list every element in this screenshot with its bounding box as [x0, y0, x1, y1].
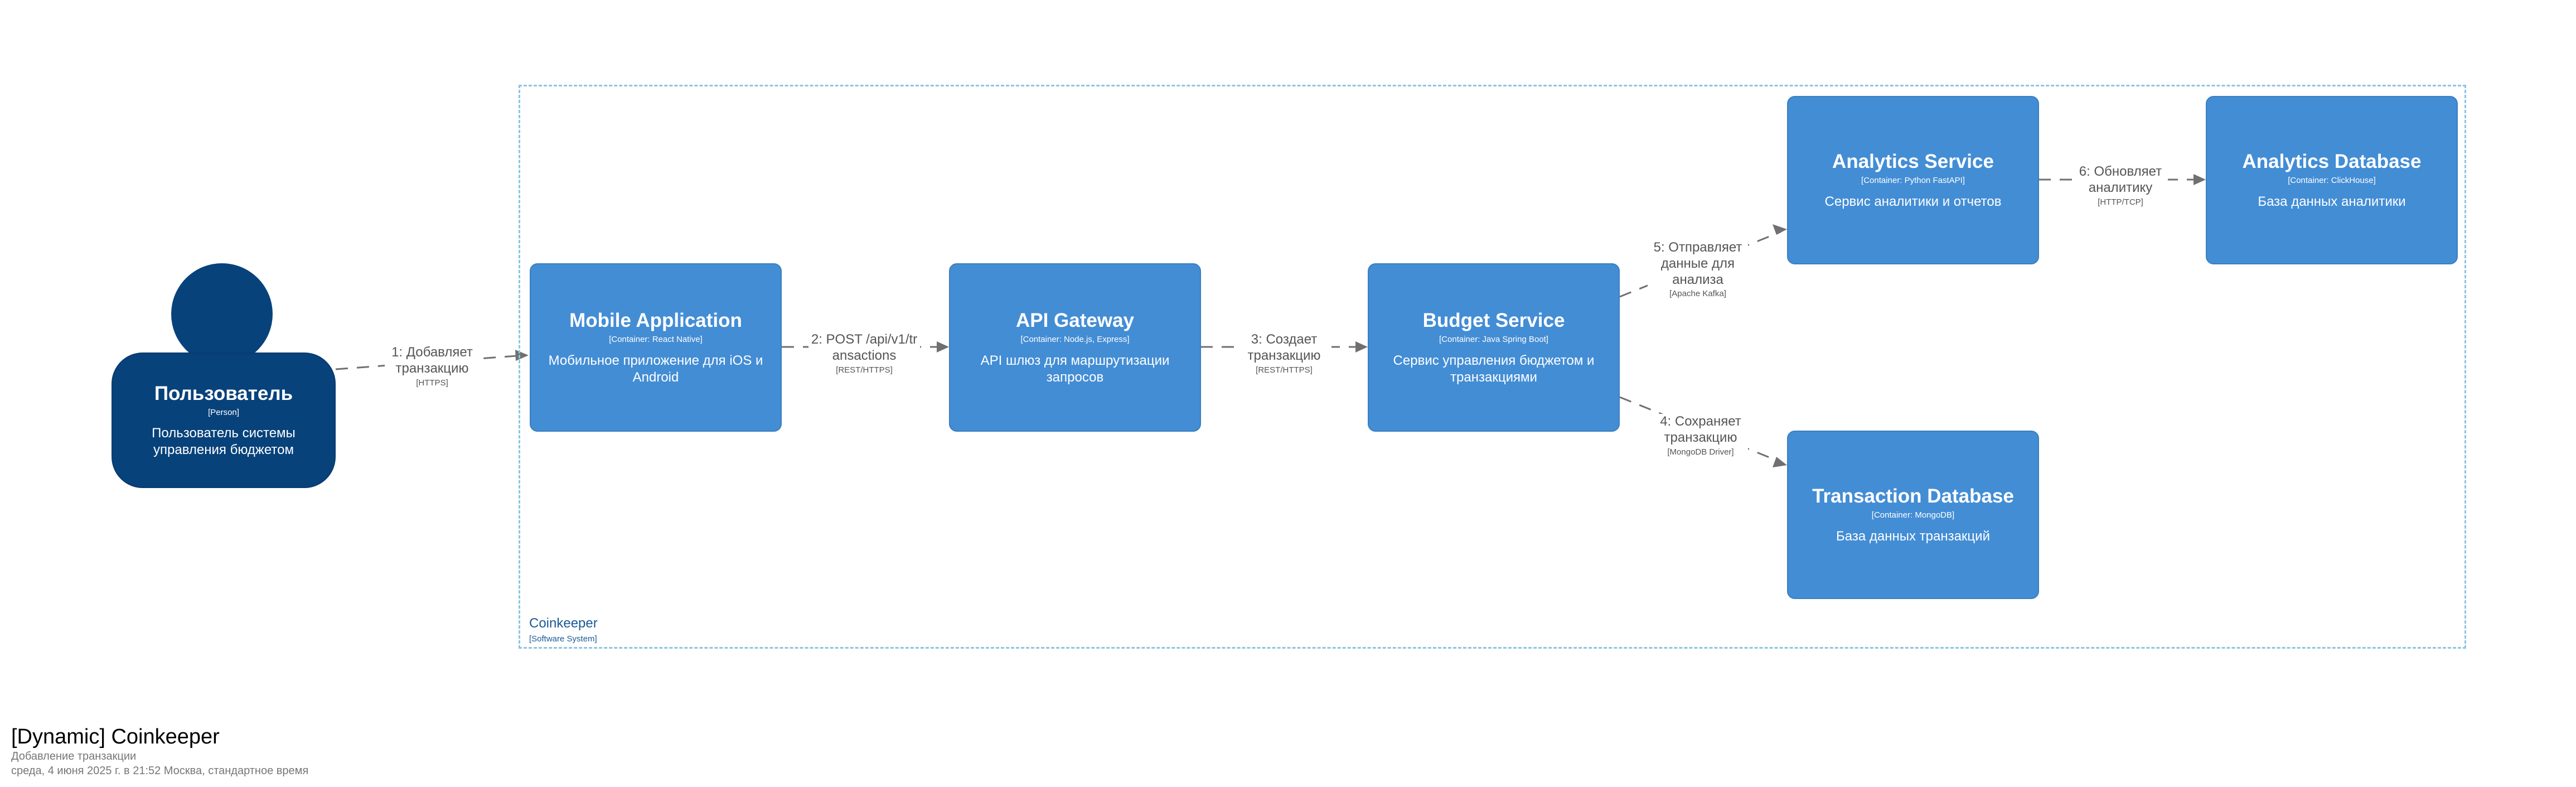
container-type: [Container: React Native] — [609, 335, 703, 344]
edge-label-tech: [REST/HTTPS] — [1256, 365, 1313, 375]
container-type: [Container: MongoDB] — [1871, 510, 1955, 520]
boundary-type: [Software System] — [529, 634, 597, 644]
person-name: Пользователь — [154, 383, 293, 404]
container-name: Analytics Database — [2242, 151, 2422, 172]
container-budget-service[interactable]: Budget Service [Container: Java Spring B… — [1368, 263, 1620, 432]
container-description: Мобильное приложение для iOS и Android — [548, 353, 763, 385]
person-head-icon — [171, 263, 273, 365]
edge-label-tech: [Apache Kafka] — [1669, 289, 1726, 299]
container-name: API Gateway — [1015, 310, 1135, 331]
person-user[interactable]: Пользователь [Person] Пользователь систе… — [112, 353, 336, 488]
edge-label-text: 2: POST /api/v1/transactions — [811, 332, 918, 363]
container-type: [Container: ClickHouse] — [2288, 176, 2376, 185]
container-analytics-service[interactable]: Analytics Service [Container: Python Fas… — [1787, 96, 2039, 264]
container-name: Budget Service — [1422, 310, 1565, 331]
arrowhead-analyticsdb — [2194, 174, 2206, 185]
container-analytics-database[interactable]: Analytics Database [Container: ClickHous… — [2206, 96, 2458, 264]
container-type: [Container: Node.js, Express] — [1020, 335, 1130, 344]
edge-label-text: 6: Обновляет аналитику — [2079, 164, 2162, 195]
container-transaction-database[interactable]: Transaction Database [Container: MongoDB… — [1787, 431, 2039, 599]
edge-label-1: 1: Добавляет транзакцию [HTTPS] — [385, 345, 480, 388]
software-system-boundary: Coinkeeper [Software System] — [519, 85, 2466, 649]
edge-label-text: 1: Добавляет транзакцию — [391, 345, 473, 376]
container-mobile-application[interactable]: Mobile Application [Container: React Nat… — [530, 263, 782, 432]
person-type: [Person] — [208, 408, 239, 417]
container-description: База данных аналитики — [2258, 194, 2406, 209]
boundary-name: Coinkeeper — [529, 616, 598, 631]
container-description: Сервис управления бюджетом и транзакциям… — [1393, 353, 1595, 385]
container-description: База данных транзакций — [1836, 529, 1990, 544]
person-description: Пользователь системы управления бюджетом — [152, 426, 296, 457]
container-api-gateway[interactable]: API Gateway [Container: Node.js, Express… — [949, 263, 1201, 432]
edge-label-text: 3: Создает транзакцию — [1247, 332, 1321, 363]
arrowhead-budget — [1355, 341, 1368, 353]
arrowhead-analytics — [1773, 224, 1787, 235]
arrowhead-gateway — [937, 341, 949, 353]
edge-label-tech: [HTTP/TCP] — [2098, 197, 2143, 207]
container-name: Transaction Database — [1812, 485, 2014, 507]
container-description: API шлюз для маршрутизации запросов — [980, 353, 1170, 385]
container-type: [Container: Java Spring Boot] — [1439, 335, 1548, 344]
edge-label-3: 3: Создает транзакцию [REST/HTTPS] — [1237, 332, 1331, 375]
diagram-title-block: [Dynamic] Coinkeeper Добавление транзакц… — [11, 725, 308, 778]
edge-label-tech: [REST/HTTPS] — [836, 365, 893, 375]
edge-label-tech: [HTTPS] — [416, 378, 448, 388]
edge-label-6: 6: Обновляет аналитику [HTTP/TCP] — [2073, 164, 2168, 207]
arrowhead-transactiondb — [1773, 457, 1787, 467]
container-name: Analytics Service — [1832, 151, 1994, 172]
edge-label-2: 2: POST /api/v1/transactions [REST/HTTPS… — [808, 332, 920, 375]
diagram-subtitle: Добавление транзакции — [11, 750, 137, 762]
container-name: Mobile Application — [569, 310, 742, 331]
container-description: Сервис аналитики и отчетов — [1824, 194, 2002, 209]
edge-label-text: 5: Отправляет данные для анализа — [1653, 240, 1742, 287]
diagram-timestamp: среда, 4 июня 2025 г. в 21:52 Москва, ст… — [11, 765, 309, 777]
edge-label-4: 4: Сохраняет транзакцию [MongoDB Driver] — [1653, 414, 1748, 457]
diagram-title: [Dynamic] Coinkeeper — [11, 725, 220, 749]
edge-label-text: 4: Сохраняет транзакцию — [1660, 414, 1741, 445]
edge-label-tech: [MongoDB Driver] — [1667, 447, 1734, 457]
edge-label-5: 5: Отправляет данные для анализа [Apache… — [1648, 240, 1748, 300]
container-type: [Container: Python FastAPI] — [1861, 176, 1965, 185]
